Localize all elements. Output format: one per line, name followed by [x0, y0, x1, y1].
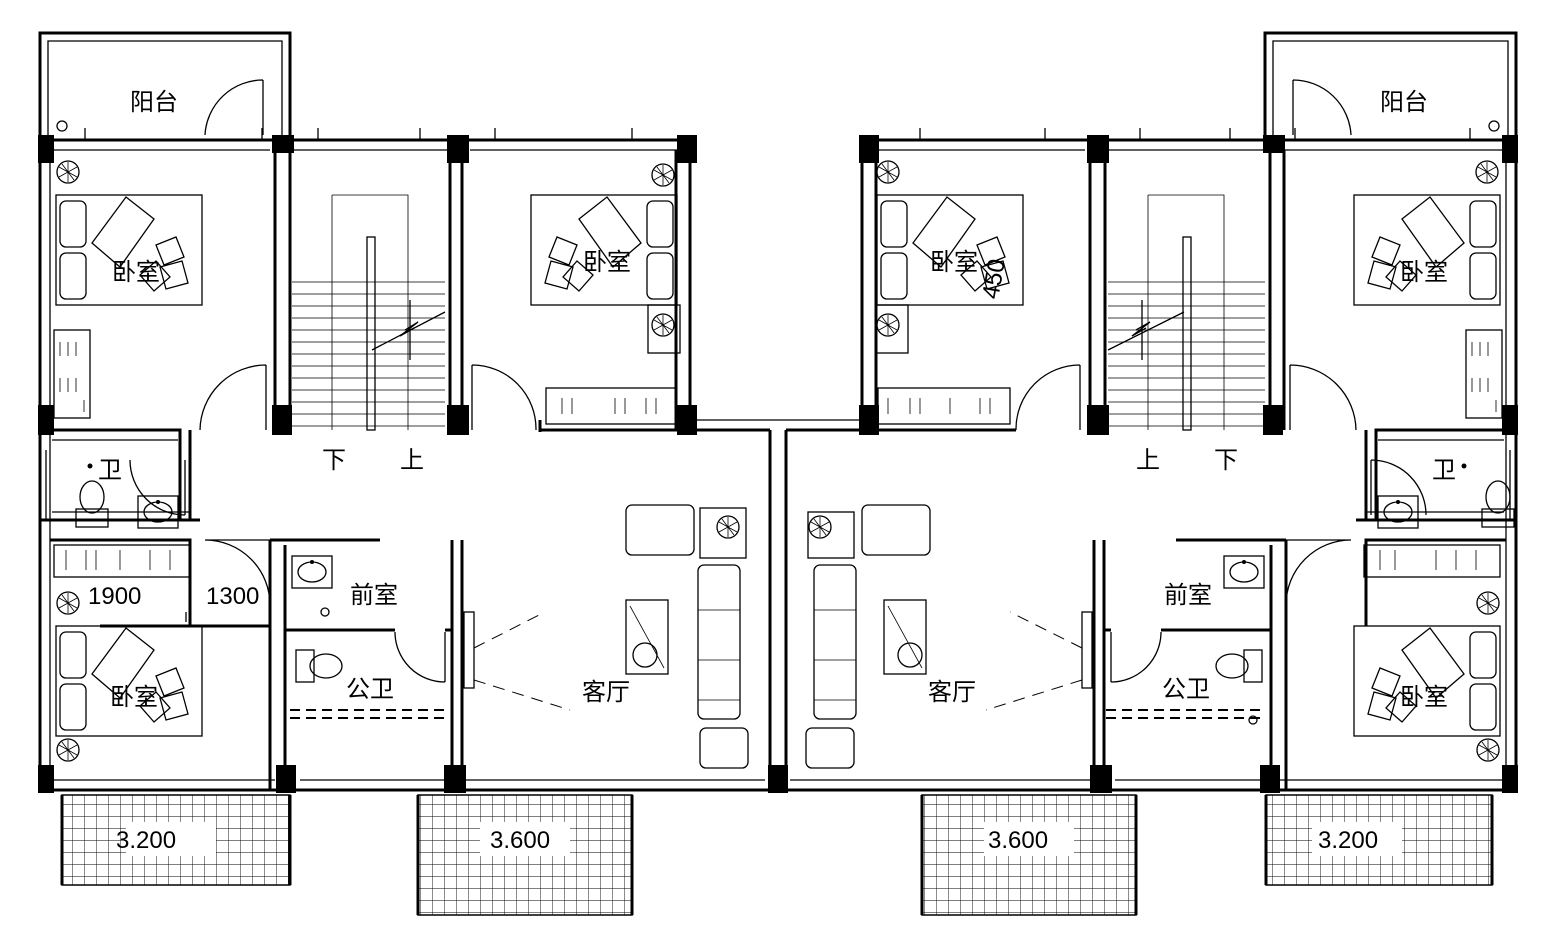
structure-walls [38, 31, 1518, 793]
label-bedroom-1: 卧室 [112, 258, 160, 286]
label-balcony-left: 阳台 [130, 88, 178, 116]
label-bedroom-3: 卧室 [930, 248, 978, 276]
label-public-bath-left: 公卫 [346, 675, 394, 703]
room-labels: 阳台 阳台 卧室 卧室 卧室 卧室 卧室 卧室 卫 卫 前室 前室 公卫 公卫 … [98, 88, 1456, 711]
label-bath-right: 卫 [1432, 456, 1456, 484]
furniture [53, 120, 1515, 769]
label-public-bath-right: 公卫 [1162, 675, 1210, 703]
dim-1900: 1900 [88, 583, 141, 610]
label-bath-left: 卫 [98, 456, 122, 484]
elevation-terrace-left: 3.200 [116, 827, 176, 854]
label-living-right: 客厅 [928, 678, 976, 706]
label-balcony-right: 阳台 [1380, 88, 1428, 116]
label-stair-up-right: 上 [1136, 446, 1160, 474]
label-foyer-right: 前室 [1164, 581, 1212, 609]
label-bedroom-5: 卧室 [110, 683, 158, 711]
elevation-terrace-mid-left: 3.600 [490, 827, 550, 854]
label-living-left: 客厅 [582, 678, 630, 706]
label-bedroom-4: 卧室 [1400, 258, 1448, 286]
dim-1300: 1300 [206, 583, 259, 610]
label-foyer-left: 前室 [350, 581, 398, 609]
stair-right [1107, 194, 1265, 431]
elevation-terrace-mid-right: 3.600 [988, 827, 1048, 854]
label-bedroom-2: 卧室 [583, 248, 631, 276]
stair-left [292, 194, 446, 431]
elevation-terrace-right: 3.200 [1318, 827, 1378, 854]
label-bedroom-6: 卧室 [1400, 683, 1448, 711]
dim-450: 450 [977, 257, 1011, 301]
terraces [60, 794, 1494, 916]
door-swings [129, 79, 1427, 683]
dimension-labels: 1900 1300 450 3.200 3.600 3.600 3.200 [88, 257, 1378, 854]
label-stair-down-right: 下 [1214, 446, 1238, 474]
label-stair-down-left: 下 [322, 446, 346, 474]
label-stair-up-left: 上 [400, 446, 424, 474]
